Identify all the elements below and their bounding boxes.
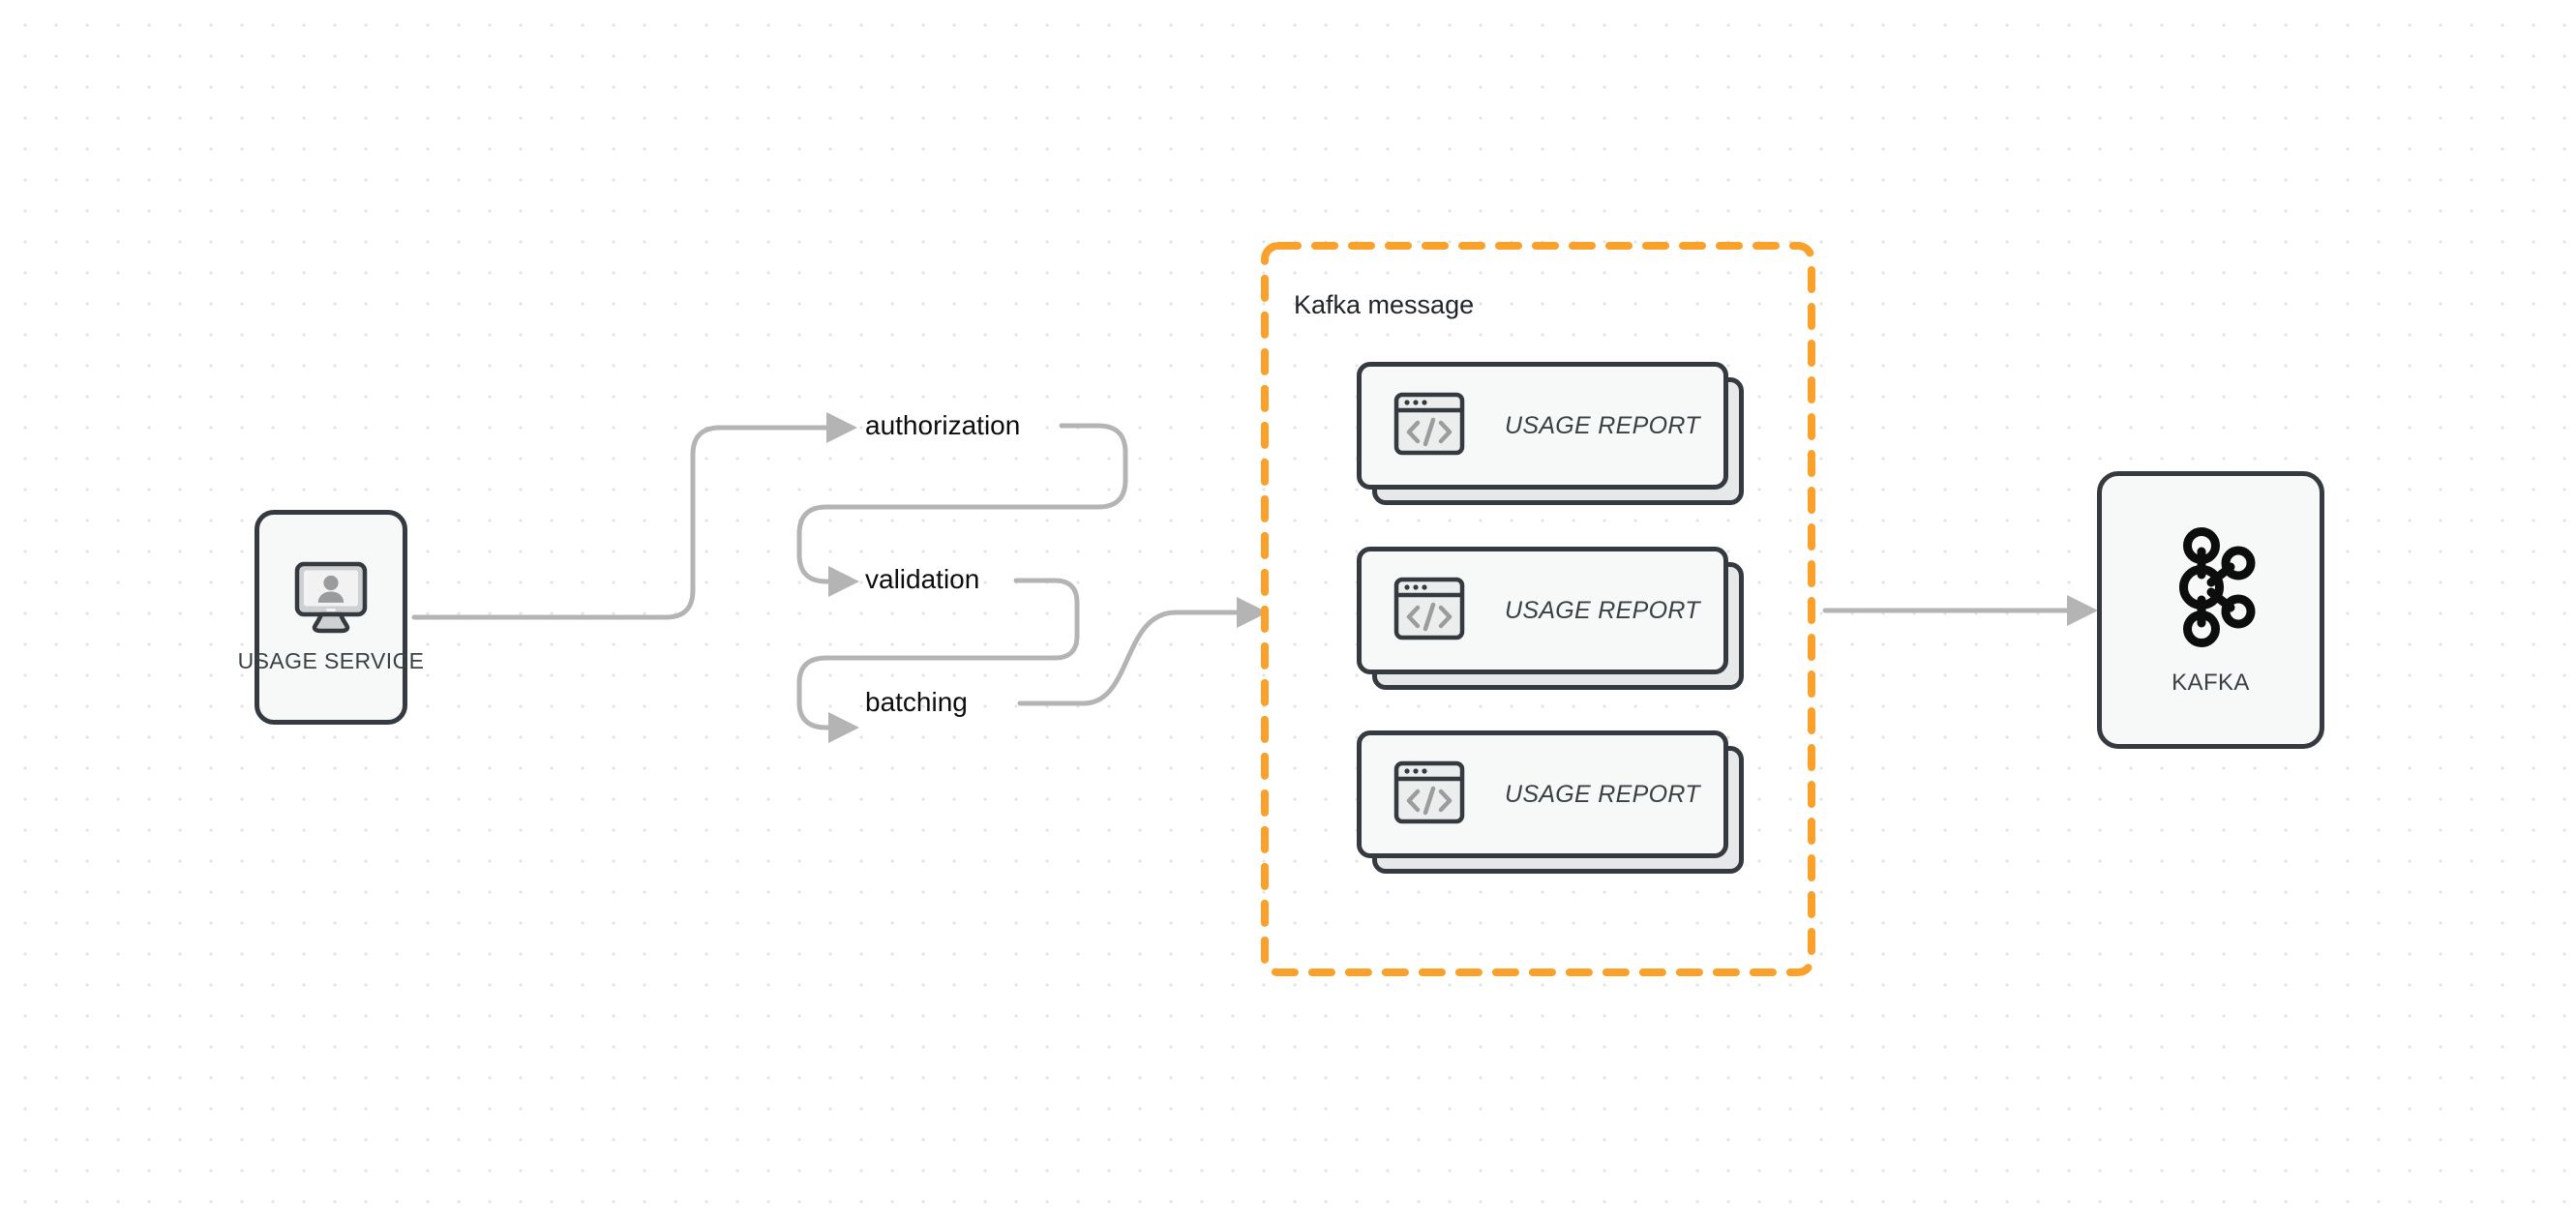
- step-label-authorization: authorization: [865, 410, 1021, 440]
- usage-report-card[interactable]: USAGE REPORT: [1357, 730, 1744, 874]
- edge-authorization-to-validation: [796, 423, 1128, 597]
- group-dashed-border: [1261, 242, 1815, 976]
- node-usage-service-label: USAGE SERVICE: [237, 647, 425, 673]
- card-face[interactable]: USAGE REPORT: [1357, 362, 1728, 490]
- kafka-logo-icon: [2165, 524, 2258, 650]
- code-window-icon: [1393, 387, 1466, 465]
- node-kafka-label: KAFKA: [2172, 669, 2250, 696]
- node-usage-service[interactable]: USAGE SERVICE: [238, 510, 424, 725]
- usage-report-label: USAGE REPORT: [1505, 596, 1700, 624]
- usage-report-card[interactable]: USAGE REPORT: [1357, 547, 1744, 690]
- step-label-batching: batching: [865, 687, 968, 717]
- group-kafka-message-title: Kafka message: [1294, 290, 1475, 319]
- edge-batching-to-kafka-message: [1017, 597, 1268, 706]
- usage-report-label: USAGE REPORT: [1505, 411, 1700, 439]
- code-window-icon: [1393, 572, 1466, 650]
- usage-report-label: USAGE REPORT: [1505, 780, 1700, 808]
- monitor-user-icon: [291, 561, 371, 635]
- step-label-validation: validation: [865, 564, 980, 594]
- group-kafka-message: [1261, 242, 1815, 976]
- code-window-icon: [1393, 756, 1466, 834]
- node-kafka[interactable]: KAFKA: [2097, 471, 2324, 749]
- edge-usage-service-to-authorization: [411, 412, 857, 620]
- card-face[interactable]: USAGE REPORT: [1357, 730, 1728, 858]
- usage-report-card[interactable]: USAGE REPORT: [1357, 362, 1744, 505]
- card-face[interactable]: USAGE REPORT: [1357, 547, 1728, 674]
